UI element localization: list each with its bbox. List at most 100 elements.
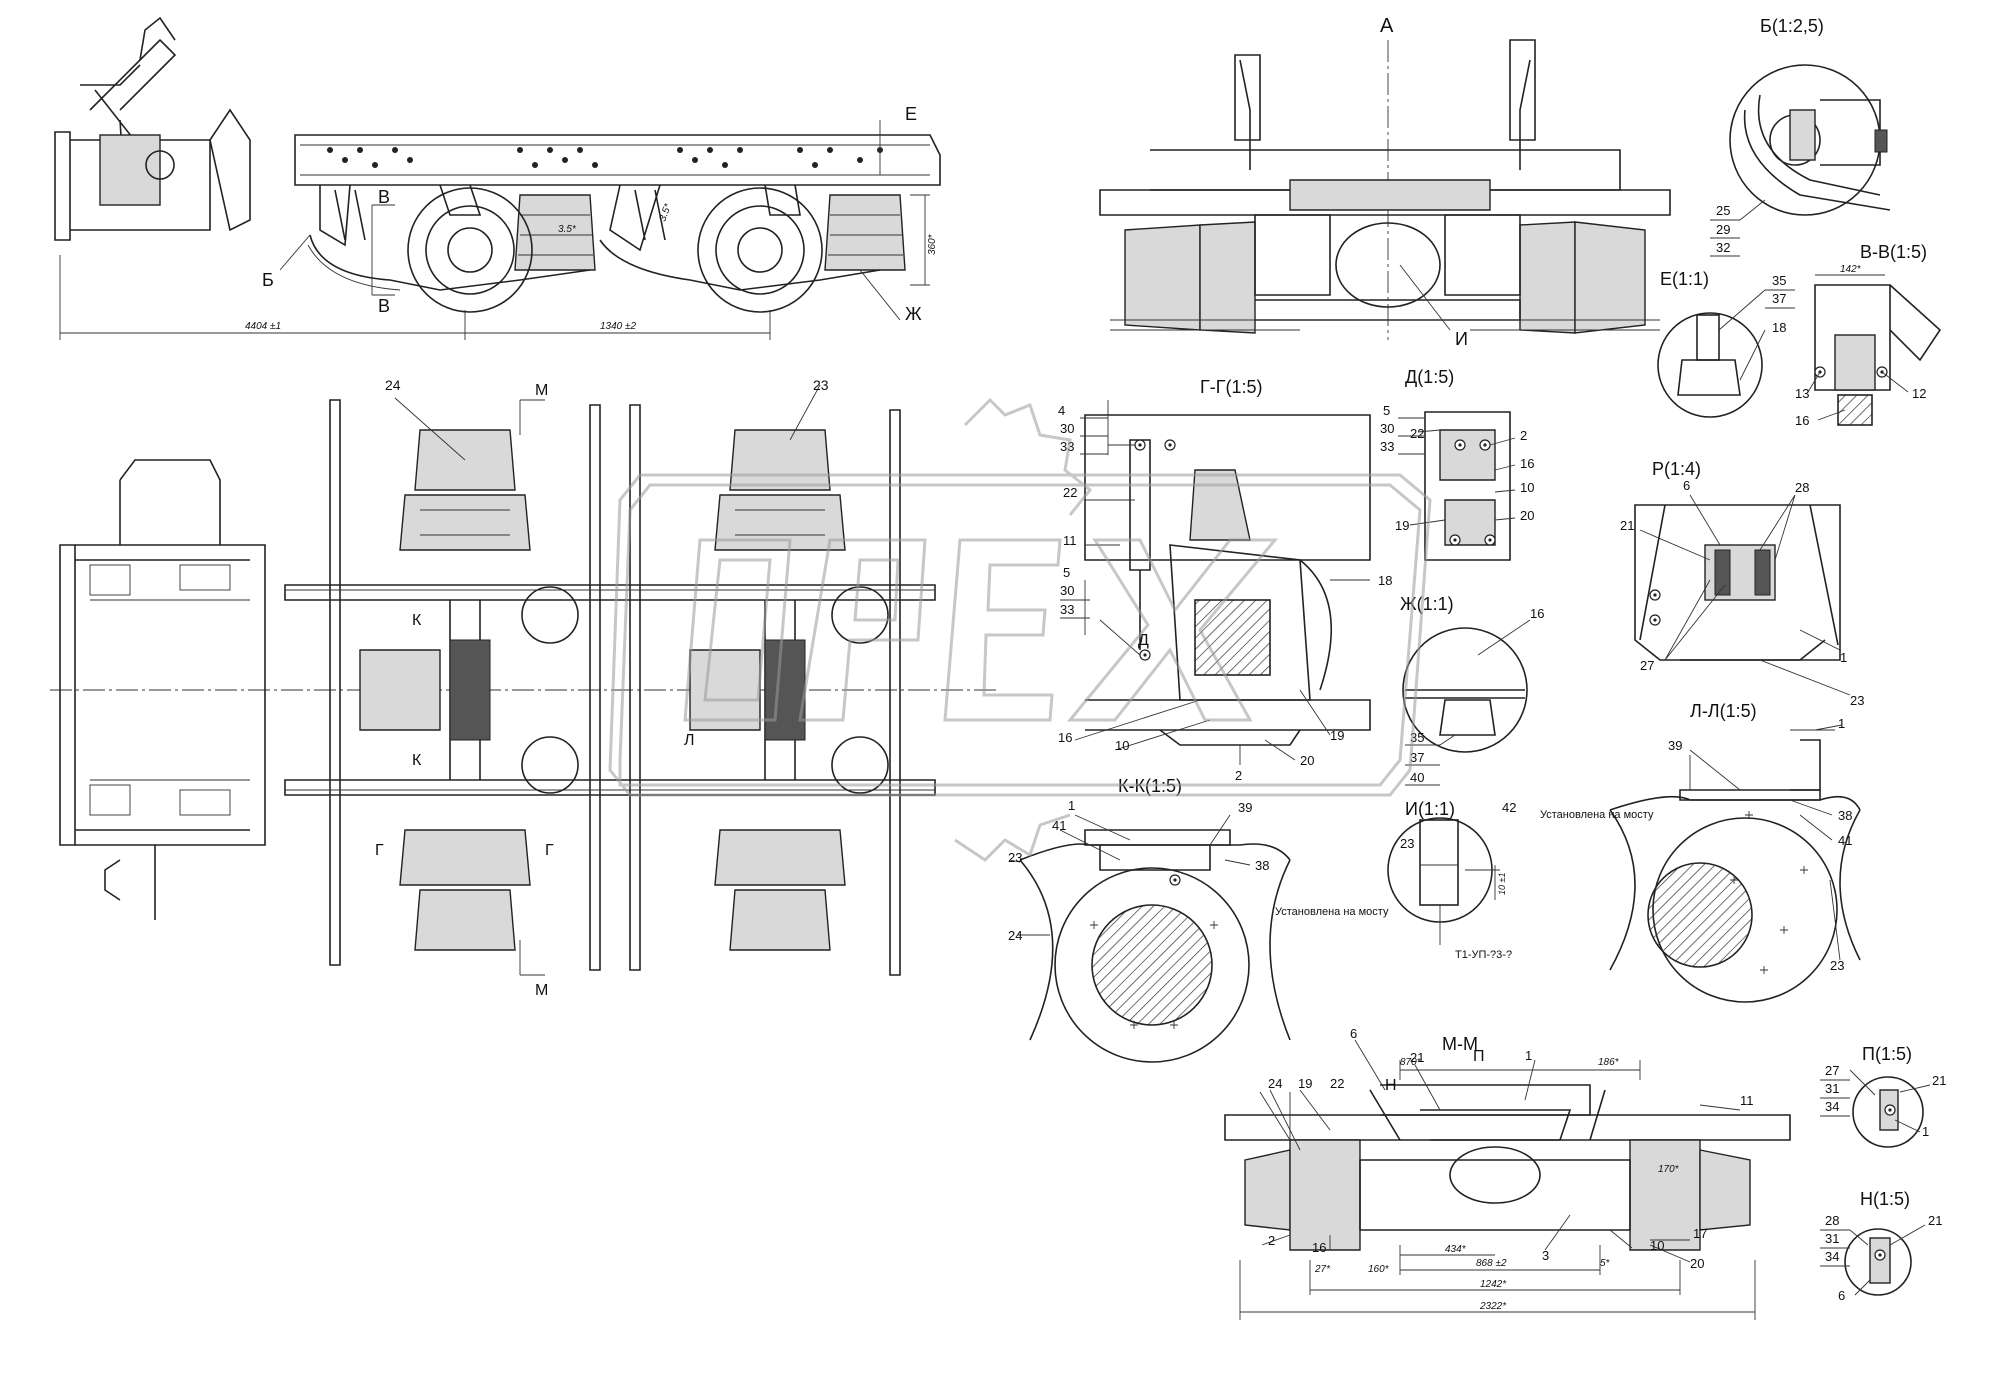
- callout-g11: 11: [1063, 533, 1077, 548]
- marker-v-top: В: [378, 187, 390, 207]
- callout-p34: 34: [1825, 1099, 1839, 1114]
- dim-870: 870*: [1400, 1057, 1422, 1068]
- detail-zh-title: Ж(1:1): [1400, 594, 1454, 614]
- callout-k24: 24: [1008, 928, 1022, 943]
- callout-l1: 1: [1838, 716, 1845, 731]
- callout-g2: 2: [1235, 768, 1242, 783]
- section-v-v: В-В(1:5) 142* 13 12 16: [1795, 242, 1942, 428]
- callout-g10: 10: [1115, 738, 1129, 753]
- callout-25: 25: [1716, 203, 1730, 218]
- view-a-label: А: [1380, 15, 1394, 37]
- note-mounted-1: Установлена на мосту: [1275, 906, 1389, 918]
- marker-m-top: М: [535, 382, 548, 399]
- detail-i-title: И(1:1): [1405, 799, 1455, 819]
- callout-d30: 30: [1380, 421, 1394, 436]
- callout-p1: 1: [1922, 1124, 1929, 1139]
- watermark-logo: [608, 397, 1432, 862]
- callout-p31: 31: [1825, 1081, 1839, 1096]
- callout-r21: 21: [1620, 518, 1634, 533]
- callout-29: 29: [1716, 222, 1730, 237]
- callout-d20: 20: [1520, 508, 1534, 523]
- marker-zh: Ж: [905, 304, 922, 324]
- marker-v-bottom: В: [378, 296, 390, 316]
- callout-r1: 1: [1840, 650, 1847, 665]
- callout-m20: 20: [1690, 1256, 1704, 1271]
- marker-k-top: К: [412, 612, 422, 629]
- detail-r-title: Р(1:4): [1652, 459, 1701, 479]
- callout-m21: 21: [1410, 1050, 1424, 1065]
- side-view: 4404 ±1 1340 ±2 360* 3.5* 3.5* Б В В Е Ж: [54, 16, 941, 340]
- section-ll-title: Л-Л(1:5): [1690, 701, 1757, 721]
- callout-p21: 21: [1932, 1073, 1946, 1088]
- dim-3.5-b: 3.5*: [657, 202, 674, 224]
- marker-e: Е: [905, 104, 917, 124]
- callout-k38: 38: [1255, 858, 1269, 873]
- dim-2322: 2322*: [1479, 1301, 1507, 1312]
- marker-i: И: [1455, 329, 1468, 349]
- section-g-g: Г-Г(1:5) 4 30 33 22 11 5 30 33 Д 16 10 2…: [1058, 377, 1392, 783]
- section-vv-title: В-В(1:5): [1860, 242, 1927, 262]
- callout-d10: 10: [1520, 480, 1534, 495]
- callout-i23: 23: [1400, 836, 1414, 851]
- callout-plan-23: 23: [813, 377, 829, 393]
- marker-g-right: Г: [545, 842, 554, 859]
- detail-i: И(1:1) 23 42 10 ±1 Установлена на мосту …: [1387, 799, 1654, 961]
- marker-k-bottom: К: [412, 752, 422, 769]
- callout-g22: 22: [1063, 485, 1077, 500]
- callout-n28: 28: [1825, 1213, 1839, 1228]
- callout-zh16: 16: [1530, 606, 1544, 621]
- marker-n: Н: [1385, 1077, 1397, 1094]
- callout-k23: 23: [1008, 850, 1022, 865]
- callout-i42: 42: [1502, 800, 1516, 815]
- callout-k39: 39: [1238, 800, 1252, 815]
- callout-d22: 22: [1410, 426, 1424, 441]
- callout-v13: 13: [1795, 386, 1809, 401]
- callout-m10: 10: [1650, 1238, 1664, 1253]
- callout-32: 32: [1716, 240, 1730, 255]
- callout-r6: 6: [1683, 478, 1690, 493]
- callout-l39: 39: [1668, 738, 1682, 753]
- detail-n-title: Н(1:5): [1860, 1189, 1910, 1209]
- dim-1340: 1340 ±2: [600, 321, 637, 332]
- marker-g-left: Г: [375, 842, 384, 859]
- dim-4404: 4404 ±1: [245, 321, 281, 332]
- callout-m2: 2: [1268, 1233, 1275, 1248]
- callout-r23: 23: [1850, 693, 1864, 708]
- callout-r27: 27: [1640, 658, 1654, 673]
- section-l-l: Л-Л(1:5) 39 1 38 41 23: [1609, 701, 1861, 1003]
- callout-d16: 16: [1520, 456, 1534, 471]
- marker-b: Б: [262, 270, 274, 290]
- callout-g33b: 33: [1060, 602, 1074, 617]
- callout-zh37: 37: [1410, 750, 1424, 765]
- callout-d5: 5: [1383, 403, 1390, 418]
- section-gg-title: Г-Г(1:5): [1200, 377, 1263, 397]
- callout-m11: 11: [1740, 1093, 1754, 1108]
- detail-d: Д(1:5) 22 5 30 33 2 16 10 20 19: [1380, 367, 1534, 561]
- callout-m19: 19: [1298, 1076, 1312, 1091]
- detail-b: Б(1:2,5) 25 29 32: [1710, 16, 1891, 257]
- callout-g20: 20: [1300, 753, 1314, 768]
- plan-view: М М К К Г Г Л 24 23: [50, 377, 1000, 999]
- callout-l41: 41: [1838, 833, 1852, 848]
- callout-v37: 37: [1772, 291, 1786, 306]
- callout-m3: 3: [1542, 1248, 1549, 1263]
- callout-v16: 16: [1795, 413, 1809, 428]
- callout-g16: 16: [1058, 730, 1072, 745]
- front-view-a: А И: [1099, 15, 1671, 349]
- callout-v18: 18: [1772, 320, 1786, 335]
- note-code: Т1-УП-?3-?: [1455, 949, 1512, 961]
- marker-p: П: [1473, 1048, 1485, 1065]
- dim-10: 10 ±1: [1497, 873, 1507, 895]
- callout-m22: 22: [1330, 1076, 1344, 1091]
- callout-m17: 17: [1693, 1226, 1707, 1241]
- callout-v12: 12: [1912, 386, 1926, 401]
- callout-m16: 16: [1312, 1240, 1326, 1255]
- detail-n: Н(1:5) 28 31 34 21 6: [1820, 1189, 1942, 1303]
- callout-r28: 28: [1795, 480, 1809, 495]
- callout-g4: 4: [1058, 403, 1065, 418]
- callout-m6: 6: [1350, 1026, 1357, 1041]
- section-k-k: К-К(1:5) 1 41 39 38 23 24 Установлена на…: [1008, 776, 1389, 1063]
- callout-n31: 31: [1825, 1231, 1839, 1246]
- section-m-m: М-М 870* 186* 27* 160* 434* 868 ±2 5* 12…: [1224, 1026, 1791, 1320]
